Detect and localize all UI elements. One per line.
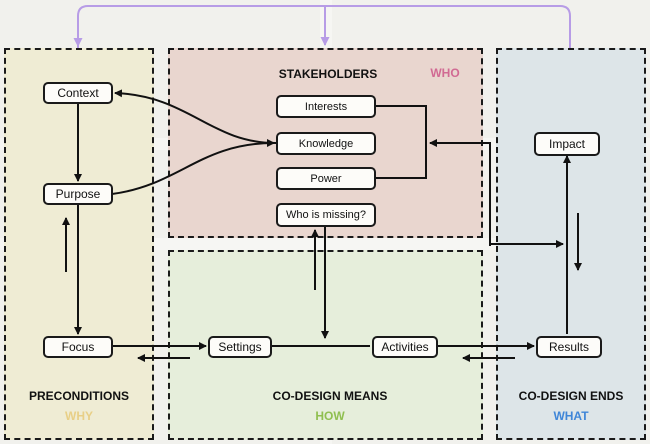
settings-node[interactable]: Settings [208, 336, 272, 358]
focus-node[interactable]: Focus [43, 336, 113, 358]
knowledge-node[interactable]: Knowledge [276, 132, 376, 155]
preconditions-subtitle: WHY [65, 409, 93, 423]
stakeholder-bracket [376, 105, 427, 179]
results-node[interactable]: Results [536, 336, 602, 358]
preconditions-title: PRECONDITIONS [28, 389, 129, 403]
interests-node[interactable]: Interests [276, 95, 376, 118]
purpose-node[interactable]: Purpose [43, 183, 113, 205]
co-design-means-title: CO-DESIGN MEANS [272, 389, 388, 403]
context-node[interactable]: Context [43, 82, 113, 104]
stakeholders-subtitle: WHO [430, 66, 460, 80]
power-node[interactable]: Power [276, 167, 376, 190]
co-design-ends-title: CO-DESIGN ENDS [518, 389, 624, 403]
who-is-missing-node[interactable]: Who is missing? [276, 203, 376, 227]
purpose-to-knowledge-arrow [111, 139, 275, 195]
results-to-knowledge-arrow [429, 139, 491, 246]
activities-node[interactable]: Activities [372, 336, 438, 358]
impact-node[interactable]: Impact [534, 132, 600, 156]
stakeholders-title: STAKEHOLDERS [278, 67, 378, 81]
co-design-ends-region [496, 48, 646, 440]
knowledge-to-context-arrow [114, 89, 277, 144]
co-design-ends-subtitle: WHAT [553, 409, 589, 423]
co-design-means-subtitle: HOW [315, 409, 345, 423]
